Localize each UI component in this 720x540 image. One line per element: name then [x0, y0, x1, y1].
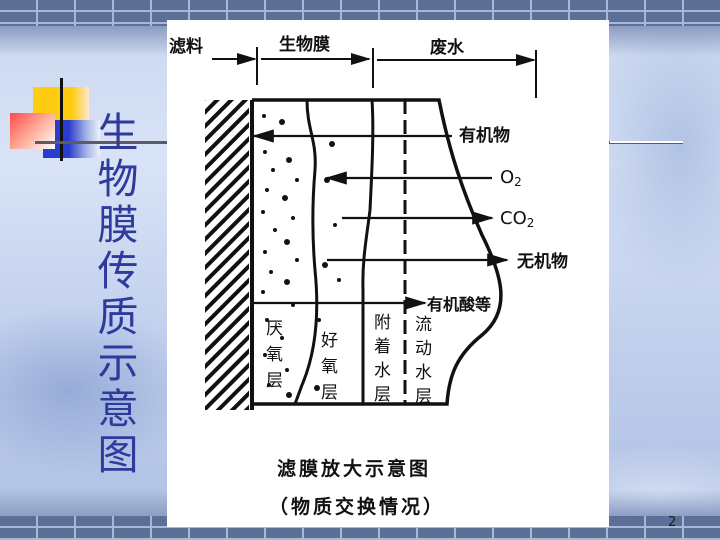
exchange-arrows — [251, 129, 510, 310]
diagram-panel: 滤料 生物膜 废水 — [167, 20, 609, 527]
label-biofilm: 生物膜 — [279, 34, 330, 55]
decor-vertical-line — [60, 78, 63, 161]
svg-text:水: 水 — [374, 361, 391, 381]
title-char: 生 — [97, 109, 139, 157]
title-char: 传 — [97, 247, 139, 295]
label-oxygen: O2 — [500, 167, 522, 189]
svg-text:动: 动 — [415, 339, 432, 359]
dimension-line — [212, 47, 537, 98]
title-char: 物 — [97, 155, 139, 203]
caption-title: 滤膜放大示意图 — [277, 457, 431, 480]
layer-attached-water-char: 附 — [374, 313, 391, 333]
label-co2: CO2 — [500, 208, 534, 230]
label-wastewater: 废水 — [430, 37, 465, 58]
caption-subtitle: （物质交换情况） — [269, 495, 445, 518]
svg-text:层: 层 — [321, 383, 338, 403]
svg-text:层: 层 — [374, 385, 391, 405]
svg-text:水: 水 — [415, 363, 432, 383]
filter-wall-hatch — [205, 100, 249, 410]
title-char: 膜 — [97, 201, 139, 249]
label-inorganic: 无机物 — [516, 251, 568, 272]
page-number: 2 — [668, 515, 677, 530]
svg-text:氧: 氧 — [321, 357, 338, 377]
layer-flowing-water-char: 流 — [415, 315, 432, 335]
label-organic-matter: 有机物 — [459, 125, 510, 146]
title-char: 意 — [97, 385, 139, 433]
biofilm-diagram: 滤料 生物膜 废水 — [169, 34, 568, 518]
label-organic-acids: 有机酸等 — [427, 295, 491, 314]
aerobic-attached-boundary — [361, 99, 375, 404]
anaerobic-aerobic-boundary — [293, 99, 319, 405]
title-char: 质 — [97, 293, 139, 341]
layer-labels: 厌 氧 层 好 氧 层 附 着 水 层 流 动 水 层 — [266, 313, 432, 407]
layer-aerobic-char: 好 — [321, 331, 338, 351]
label-filter-media: 滤料 — [169, 36, 203, 57]
svg-text:层: 层 — [266, 371, 283, 391]
layer-anaerobic-char: 厌 — [266, 319, 283, 339]
title-char: 图 — [97, 431, 139, 479]
decor-horizontal-line-white — [610, 141, 683, 143]
svg-text:层: 层 — [415, 387, 432, 407]
film-outline — [252, 98, 503, 406]
svg-text:着: 着 — [374, 337, 391, 357]
slide-title: 生 物 膜 传 质 示 意 图 — [93, 110, 143, 478]
svg-text:氧: 氧 — [266, 345, 283, 365]
title-char: 示 — [97, 339, 139, 387]
